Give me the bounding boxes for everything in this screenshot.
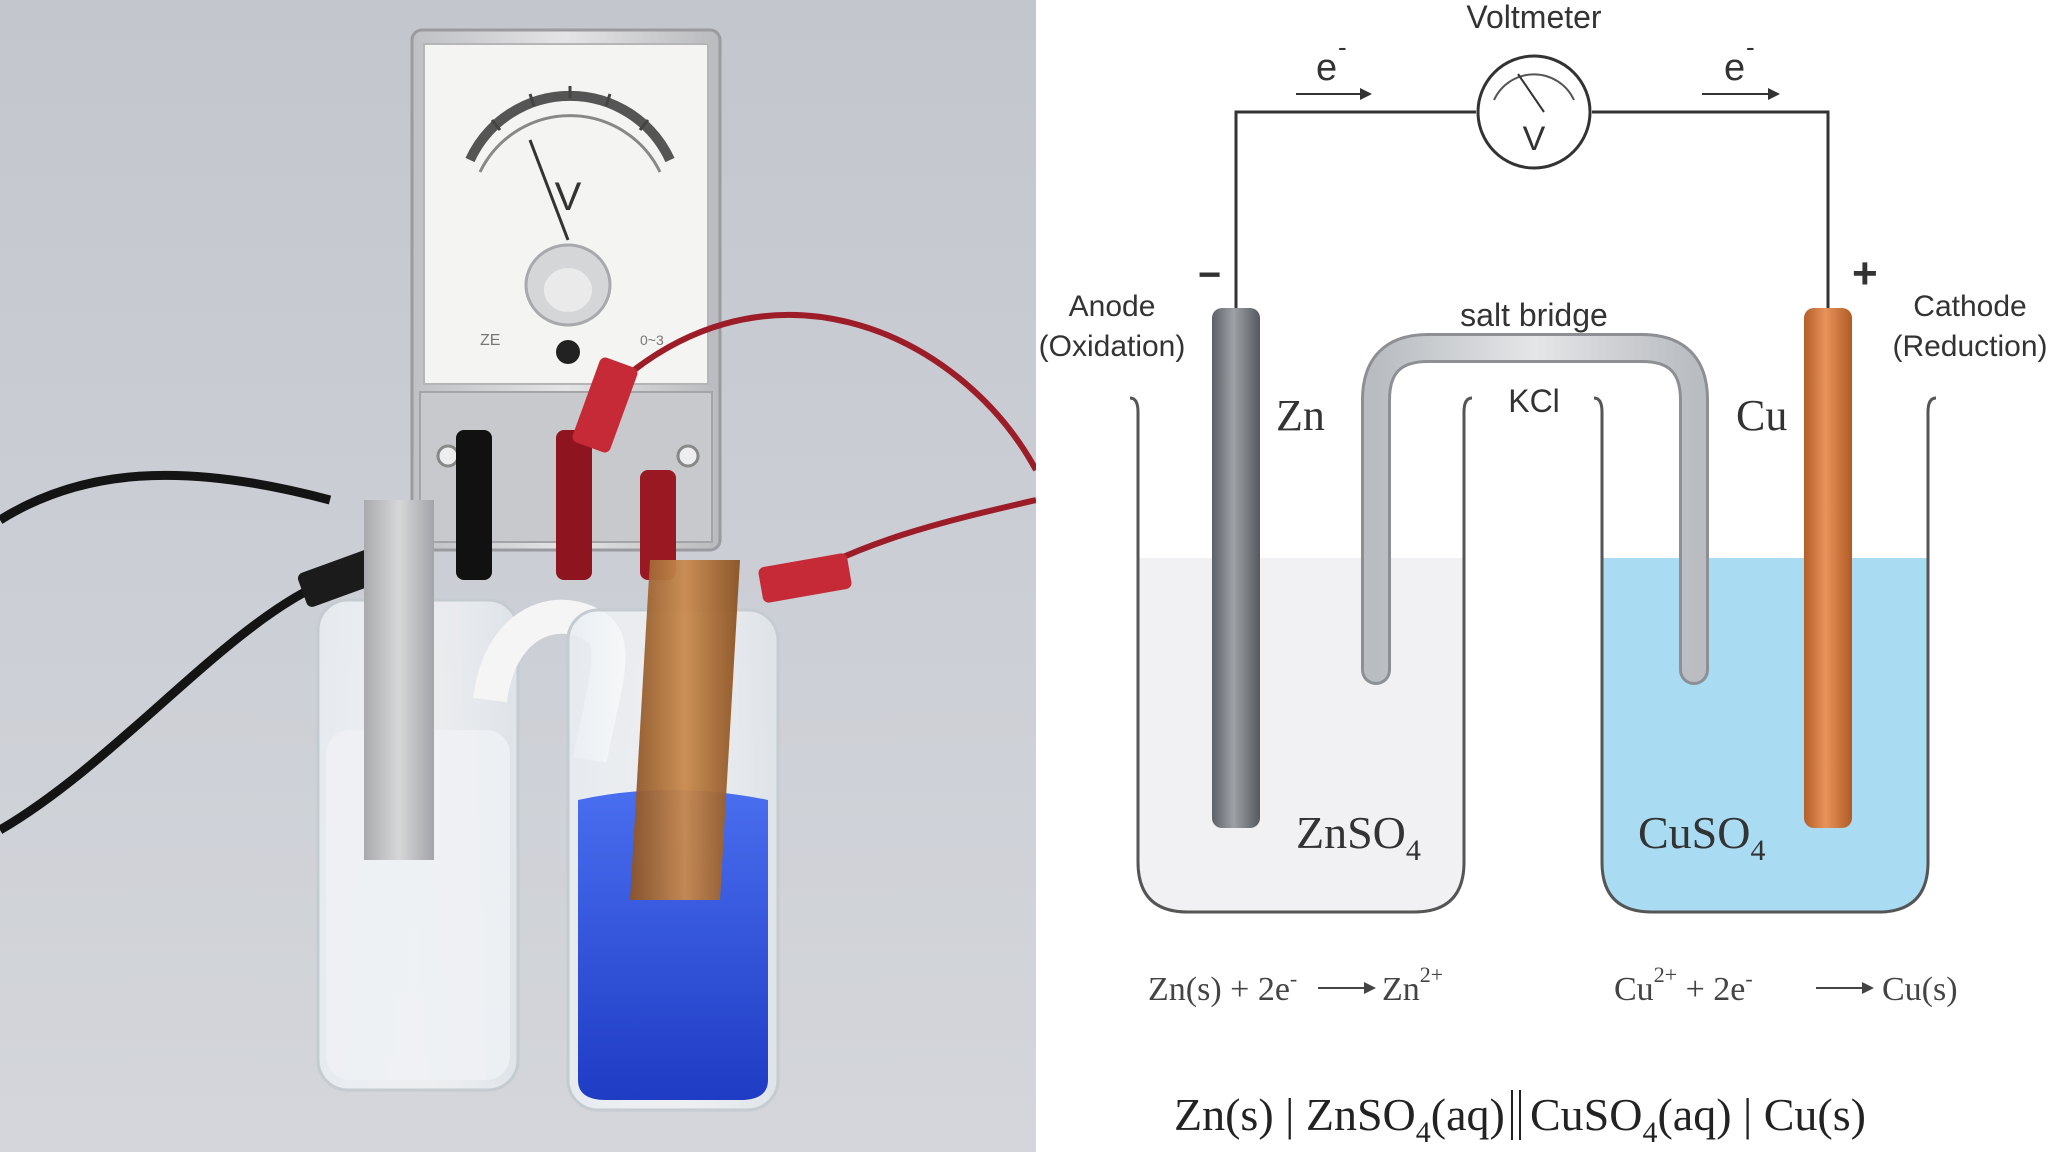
meter-small-marking: ZE [480, 332, 500, 349]
copper-electrode [1804, 308, 1852, 828]
copper-label: Cu [1736, 391, 1787, 440]
wire-right [1592, 112, 1828, 310]
svg-text:Zn(s) + 2e-: Zn(s) + 2e- [1148, 966, 1297, 1008]
cathode-half-reaction: Cu2+ + 2e- Cu(s) [1614, 962, 1958, 1008]
wire-left [1236, 112, 1476, 310]
black-terminal [456, 430, 492, 580]
salt-bridge-label: salt bridge [1460, 297, 1608, 333]
voltmeter-label: Voltmeter [1466, 0, 1602, 35]
zinc-label: Zn [1276, 391, 1325, 440]
electron-left-charge: - [1338, 32, 1347, 62]
anode-sublabel: (Oxidation) [1039, 330, 1186, 363]
galvanic-cell-photo: V ZE 0~3 [0, 0, 1036, 1152]
electron-left: e [1316, 47, 1337, 89]
diagram-canvas: V Voltmeter e - e - − + Anode (Oxidation… [1036, 0, 2048, 1152]
cathode-label: Cathode [1913, 290, 2026, 323]
voltmeter-v: V [1523, 120, 1546, 158]
analog-voltmeter: V ZE 0~3 [412, 30, 720, 580]
salt-bridge-kcl: KCl [1508, 383, 1560, 419]
anode-half-reaction: Zn(s) + 2e- Zn2+ [1148, 962, 1443, 1008]
svg-text:CuSO4(aq) | Cu(s): CuSO4(aq) | Cu(s) [1530, 1089, 1866, 1149]
svg-text:Cu2+ + 2e-: Cu2+ + 2e- [1614, 962, 1753, 1008]
cell-notation: Zn(s) | ZnSO4(aq) CuSO4(aq) | Cu(s) [1174, 1089, 1866, 1149]
zinc-electrode [1212, 308, 1260, 828]
anode-sign: − [1198, 253, 1221, 297]
copper-beaker [568, 560, 778, 1110]
cathode-sublabel: (Reduction) [1892, 330, 2047, 363]
svg-text:Cu(s): Cu(s) [1882, 971, 1958, 1008]
anode-label: Anode [1069, 290, 1156, 323]
adjust-screw [556, 340, 580, 364]
zinc-strip [364, 500, 434, 860]
meter-unit-symbol: V [555, 175, 582, 219]
galvanic-cell-diagram: V Voltmeter e - e - − + Anode (Oxidation… [1036, 0, 2048, 1152]
electron-right-charge: - [1746, 32, 1755, 62]
meter-range-marking: 0~3 [640, 332, 664, 348]
svg-text:Zn2+: Zn2+ [1382, 962, 1443, 1008]
electron-right: e [1724, 47, 1745, 89]
photo-illustration: V ZE 0~3 [0, 0, 1036, 1152]
svg-text:Zn(s) | ZnSO4(aq): Zn(s) | ZnSO4(aq) [1174, 1089, 1505, 1149]
red-terminal-1 [556, 430, 592, 580]
cathode-sign: + [1852, 249, 1878, 298]
